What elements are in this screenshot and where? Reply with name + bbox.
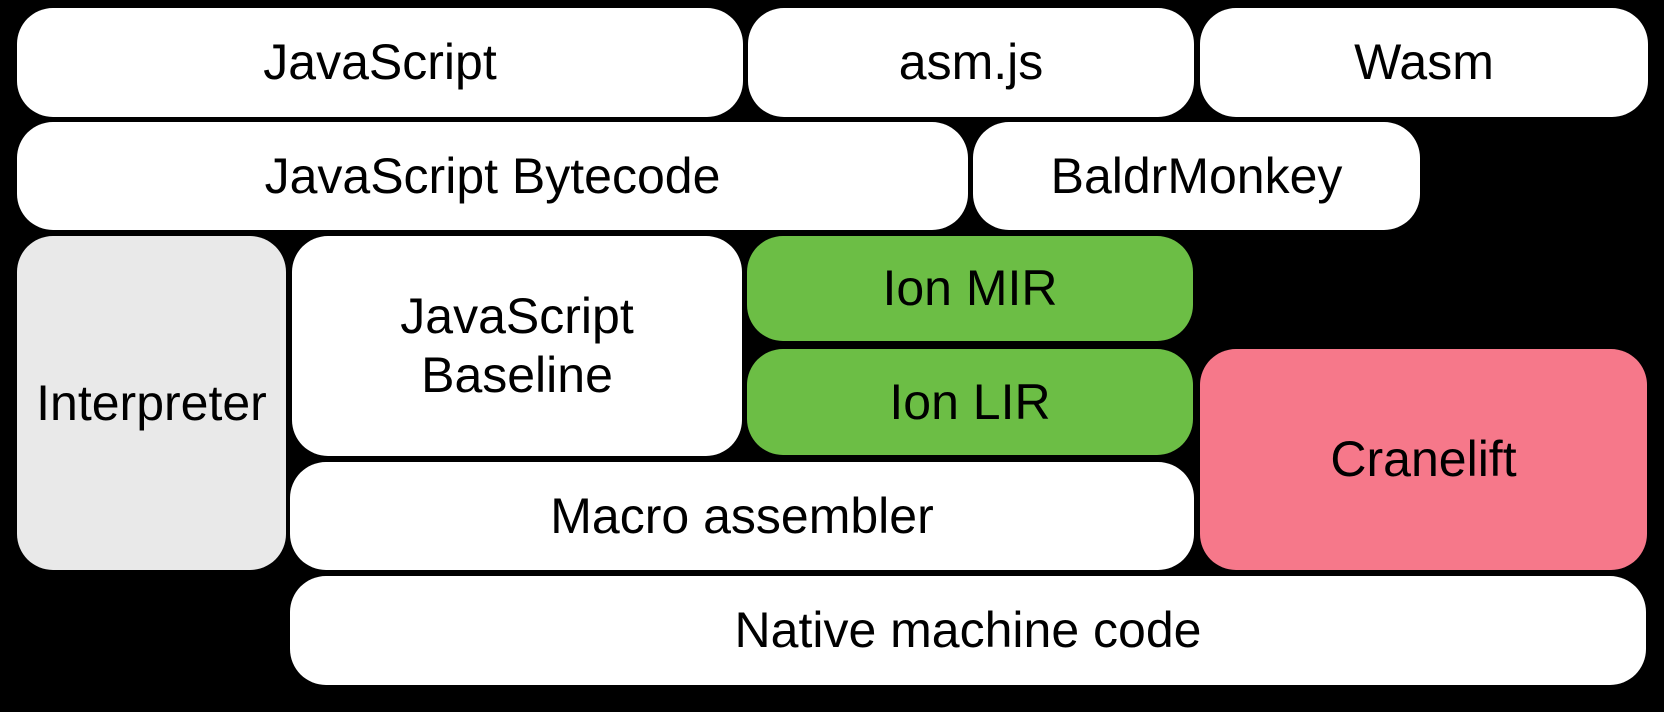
box-javascript-bytecode: JavaScript Bytecode	[17, 122, 968, 230]
box-javascript-baseline: JavaScript Baseline	[292, 236, 742, 456]
box-cranelift: Cranelift	[1200, 349, 1647, 570]
box-ion-mir: Ion MIR	[747, 236, 1193, 341]
box-macro-assembler: Macro assembler	[290, 462, 1194, 570]
box-native-machine-code: Native machine code	[290, 576, 1646, 685]
box-ion-lir: Ion LIR	[747, 349, 1193, 455]
box-baldrmonkey: BaldrMonkey	[973, 122, 1420, 230]
box-asmjs: asm.js	[748, 8, 1194, 117]
box-javascript: JavaScript	[17, 8, 743, 117]
box-interpreter: Interpreter	[17, 236, 286, 570]
box-wasm: Wasm	[1200, 8, 1648, 117]
